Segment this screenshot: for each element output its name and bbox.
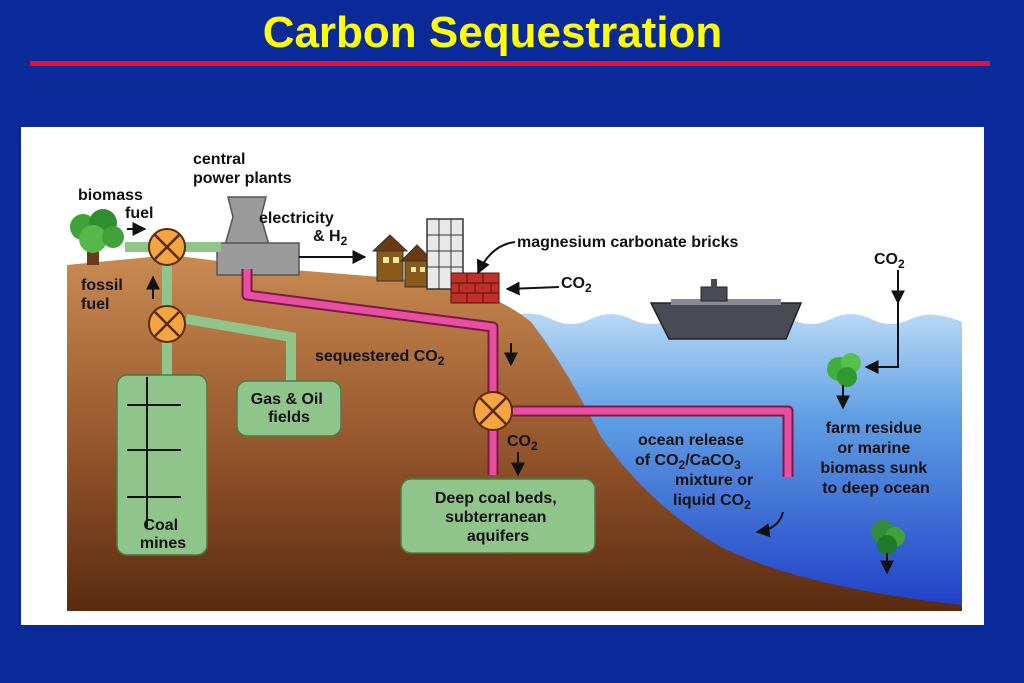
label-electricity-h2: electricity <box>259 210 334 227</box>
building-icon <box>426 218 464 290</box>
label-central-power-plants: central power plants <box>193 151 292 187</box>
tree-icon <box>70 209 124 265</box>
gas-oil-box <box>236 380 342 437</box>
label-ocean-release-line4: liquid CO2 <box>673 492 751 512</box>
label-gas-oil-fields: Gas & Oil fields <box>251 391 327 426</box>
label-magnesium-carbonate-bricks: magnesium carbonate bricks <box>517 234 739 251</box>
label-co2-bricks: CO2 <box>561 275 592 295</box>
label-ocean-release-line2: of CO2/CaCO3 <box>635 452 741 472</box>
house-icon <box>371 234 435 288</box>
valve-icon <box>148 228 513 431</box>
label-ocean-release-line3: mixture or <box>675 472 753 489</box>
label-ocean-release: ocean release <box>638 432 744 449</box>
page-title: Carbon Sequestration <box>262 8 723 57</box>
power-plant-icon <box>216 196 300 276</box>
coal-mine-levels <box>127 377 181 527</box>
bricks-icon <box>450 272 500 304</box>
coal-mine-box <box>116 374 208 556</box>
green-pipes <box>125 242 296 382</box>
marine-biomass-icon <box>827 353 905 555</box>
label-sequestered-co2: sequestered CO2 <box>315 348 445 368</box>
label-co2-atmosphere: CO2 <box>874 251 905 271</box>
label-farm-residue: farm residue or marine biomass sunk to d… <box>820 420 931 497</box>
label-biomass-fuel: biomass fuel <box>78 187 153 222</box>
label-co2-deep: CO2 <box>507 433 538 453</box>
deep-coal-box <box>400 478 596 554</box>
ship-icon <box>649 279 803 340</box>
label-coal-mines: Coal mines <box>140 517 186 552</box>
arrows <box>127 222 905 575</box>
label-fossil-fuel: fossil fuel <box>81 277 127 313</box>
label-deep-coal-beds: Deep coal beds, subterranean aquifers <box>435 490 561 545</box>
carbon-sequestration-diagram: biomass fuel central power plants electr… <box>67 151 962 611</box>
title-underline <box>30 61 990 66</box>
label-and-h2: & H2 <box>313 228 348 248</box>
